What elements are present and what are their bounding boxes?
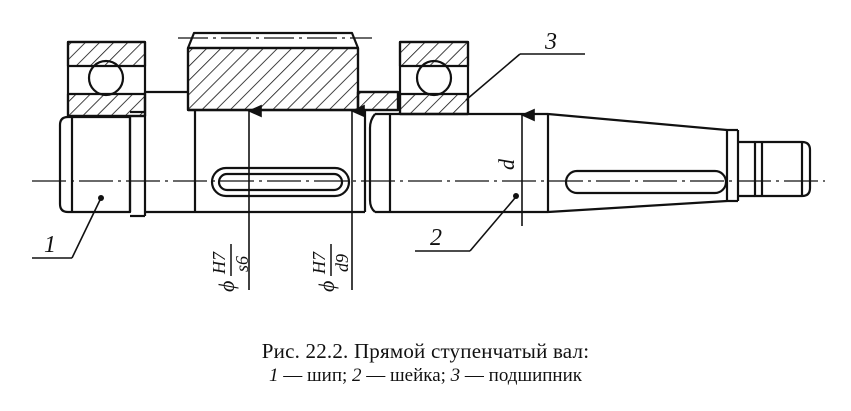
- caption-text-2: — шейка;: [361, 365, 451, 386]
- tapered-end: [547, 112, 740, 214]
- caption-num-3: 3: [450, 365, 461, 386]
- shaft-journal: [368, 112, 550, 214]
- caption-num-2: 2: [352, 365, 362, 386]
- svg-text:s6: s6: [232, 256, 252, 272]
- caption-legend: 1 — шип; 2 — шейка; 3 — подшипник: [0, 364, 851, 388]
- fit-label-h7-s6: ϕ H7 s6: [209, 244, 252, 292]
- caption-title: Рис. 22.2. Прямой ступенчатый вал:: [261, 339, 590, 363]
- right-bearing: [398, 40, 470, 116]
- caption-text-1: — шип;: [278, 365, 353, 386]
- gear-hub: [178, 31, 400, 112]
- figure-caption: Рис. 22.2. Прямой ступенчатый вал: 1 — ш…: [0, 338, 851, 388]
- dimension-lines: [247, 104, 535, 290]
- svg-text:H7: H7: [309, 251, 329, 275]
- svg-text:ϕ: ϕ: [314, 281, 339, 292]
- fit-label-h7-d9: ϕ H7 d9: [309, 244, 352, 292]
- shaft-drawing: 1 2 3 d ϕ H7 s6 ϕ H7 d9: [32, 29, 825, 292]
- key-slot-middle: [210, 166, 351, 198]
- label-part-2: 2: [430, 225, 442, 251]
- svg-text:H7: H7: [209, 251, 229, 275]
- svg-text:d9: d9: [332, 254, 352, 272]
- threaded-tip: [738, 140, 812, 198]
- left-bearing: [66, 40, 147, 118]
- leader-lines: [32, 53, 585, 259]
- caption-text-3: — подшипник: [460, 365, 582, 386]
- left-pin: [58, 115, 132, 214]
- label-part-1: 1: [44, 232, 56, 258]
- svg-text:ϕ: ϕ: [214, 281, 239, 292]
- label-diameter: d: [494, 158, 519, 170]
- label-part-3: 3: [544, 29, 557, 55]
- caption-num-1: 1: [269, 365, 279, 386]
